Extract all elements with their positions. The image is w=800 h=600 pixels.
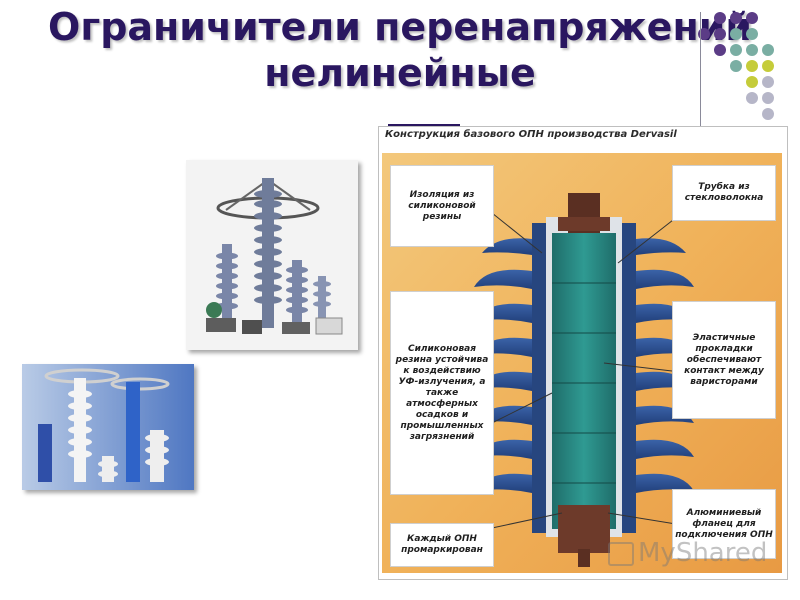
dot [714,44,726,56]
callout-tube: Трубка из стекловолокна [672,165,776,221]
dot [730,12,742,24]
watermark: MyShared [608,538,767,568]
dot [762,76,774,88]
dot [730,60,742,72]
dot [714,28,726,40]
surge-arresters-photo [186,160,358,350]
callout-flange: Алюминиевый фланец для подключения ОПН [672,489,776,559]
dot [746,12,758,24]
callout-insulation: Изоляция из силиконовой резины [390,165,494,247]
diagram-caption: Конструкция базового ОПН производства De… [385,129,677,140]
dot [762,44,774,56]
dot [762,92,774,104]
accent-line [700,12,701,162]
callout-marked: Каждый ОПН промаркирован [390,523,494,567]
dot [746,76,758,88]
blue-surge-arresters-photo [22,364,194,490]
dot [746,28,758,40]
dot [730,28,742,40]
callout-gaskets: Эластичные прокладки обеспечивают контак… [672,301,776,419]
dot [730,44,742,56]
slide-title: Ограничители перенапряжений нелинейные [48,5,752,95]
callout-uv-resistance: Силиконовая резина устойчива к воздейств… [390,291,494,495]
dot [714,12,726,24]
dot [698,28,710,40]
diagram-illustration: Изоляция из силиконовой резины Трубка из… [382,153,782,573]
presentation-icon [608,541,634,566]
dot [762,108,774,120]
arrester-construction-diagram: Конструкция базового ОПН производства De… [378,126,788,580]
dot [746,44,758,56]
dot [746,60,758,72]
dot [762,60,774,72]
watermark-text: MyShared [638,538,768,568]
dot [746,92,758,104]
